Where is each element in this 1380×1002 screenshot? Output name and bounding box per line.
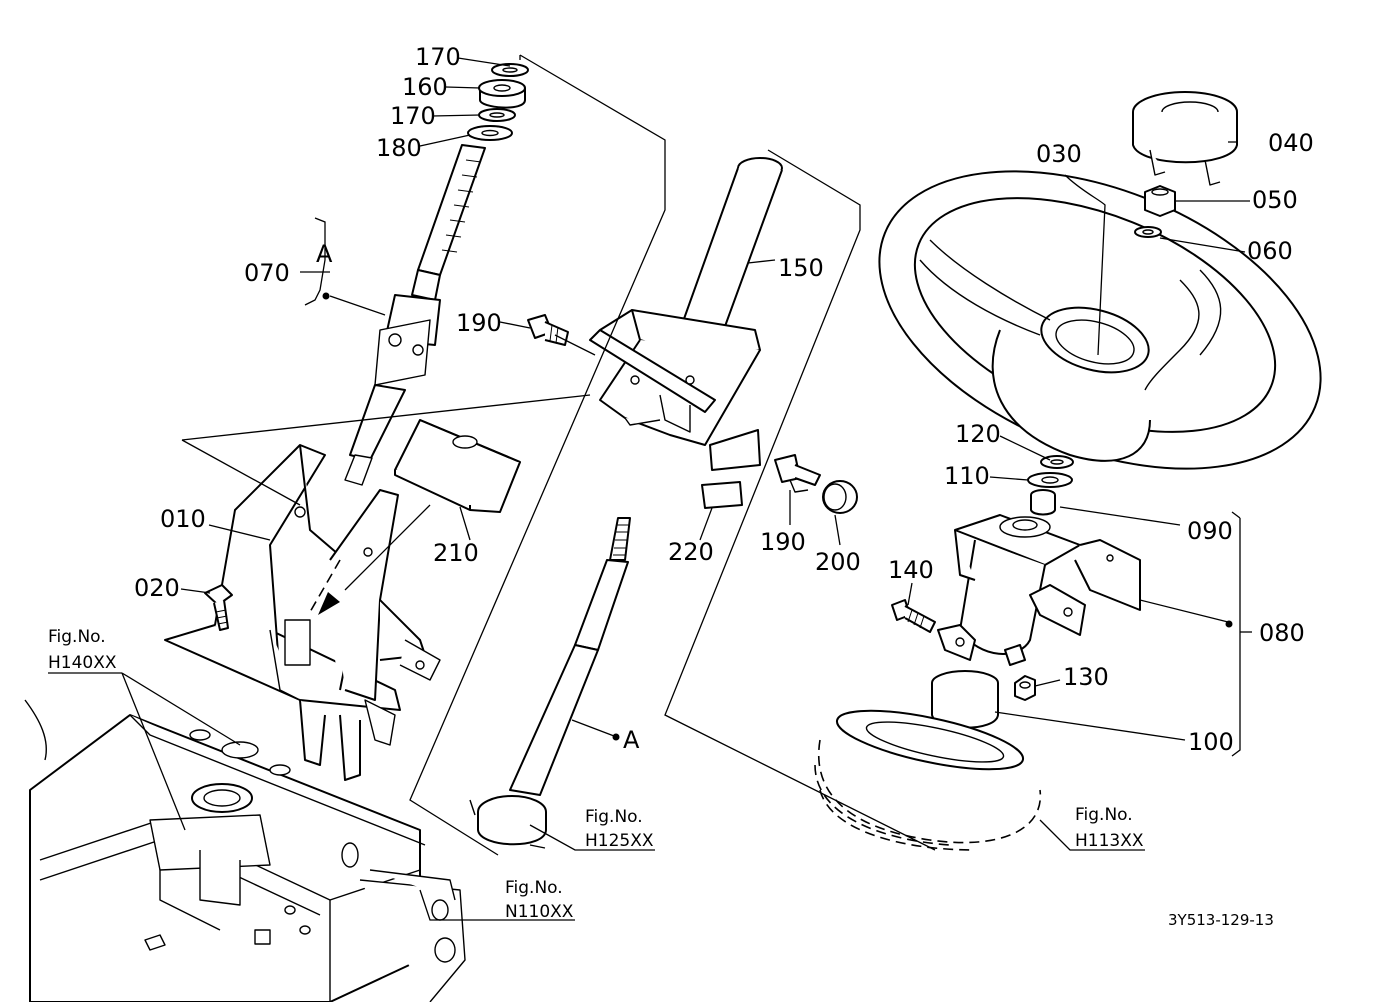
shims-220 — [701, 429, 761, 509]
washer-110 — [1027, 472, 1073, 488]
label-150: 150 — [778, 254, 824, 282]
label-090: 090 — [1187, 517, 1233, 545]
chassis-frame — [24, 699, 466, 1002]
label-020: 020 — [134, 574, 180, 602]
nut-050 — [1144, 185, 1176, 217]
ref-h113-prefix: Fig.No. — [1075, 805, 1133, 825]
ref-h140-prefix: Fig.No. — [48, 627, 106, 647]
ref-h125-prefix: Fig.No. — [585, 807, 643, 827]
label-170-bottom: 170 — [390, 102, 436, 130]
bolt-190-upper — [527, 314, 569, 346]
ref-h140: H140XX — [48, 653, 117, 673]
label-A-lower: A — [623, 726, 640, 754]
ref-n110: N110XX — [505, 902, 574, 922]
label-050: 050 — [1252, 186, 1298, 214]
steering-column-150 — [589, 157, 783, 446]
label-170-top: 170 — [415, 43, 461, 71]
part-labels: 170 160 170 180 070 A 190 150 030 040 05… — [134, 43, 1314, 756]
ref-h113: H113XX — [1075, 831, 1144, 851]
figure-references: Fig.No. H140XX Fig.No. H125XX Fig.No. H1… — [48, 627, 1144, 922]
label-200: 200 — [815, 548, 861, 576]
label-220: 220 — [668, 538, 714, 566]
bolt-140 — [891, 599, 936, 633]
lower-shaft-A — [469, 517, 631, 849]
bolt-190-lower — [774, 454, 821, 493]
construction-lines — [181, 54, 1252, 856]
leader-lines — [48, 57, 1250, 921]
label-190-upper: 190 — [456, 309, 502, 337]
label-120: 120 — [955, 420, 1001, 448]
foam-block-210 — [394, 419, 521, 513]
washer-060 — [1134, 226, 1162, 238]
label-010: 010 — [160, 505, 206, 533]
label-080: 080 — [1259, 619, 1305, 647]
label-180: 180 — [376, 134, 422, 162]
steering-shaft-070 — [344, 144, 486, 486]
label-030: 030 — [1036, 140, 1082, 168]
horn-cap-040 — [1132, 91, 1238, 186]
label-100: 100 — [1188, 728, 1234, 756]
label-130: 130 — [1063, 663, 1109, 691]
column-assembly-080 — [937, 514, 1141, 666]
bushing-090 — [1030, 489, 1056, 516]
label-040: 040 — [1268, 129, 1314, 157]
label-070: 070 — [244, 259, 290, 287]
bolt-020 — [204, 584, 233, 631]
rubber-boot — [814, 709, 1042, 851]
label-140: 140 — [888, 556, 934, 584]
washers-bearing-stack — [467, 63, 529, 141]
label-060: 060 — [1247, 237, 1293, 265]
label-190-lower: 190 — [760, 528, 806, 556]
label-A-upper: A — [316, 240, 333, 268]
nut-130 — [1014, 675, 1036, 701]
ref-h125: H125XX — [585, 831, 654, 851]
drawing-code: 3Y513-129-13 — [1168, 911, 1274, 929]
bushing-100 — [931, 670, 999, 729]
label-160: 160 — [402, 73, 448, 101]
label-210: 210 — [433, 539, 479, 567]
ref-n110-prefix: Fig.No. — [505, 878, 563, 898]
label-110: 110 — [944, 462, 990, 490]
steering-bracket-010 — [164, 444, 441, 781]
cap-200 — [822, 480, 858, 514]
